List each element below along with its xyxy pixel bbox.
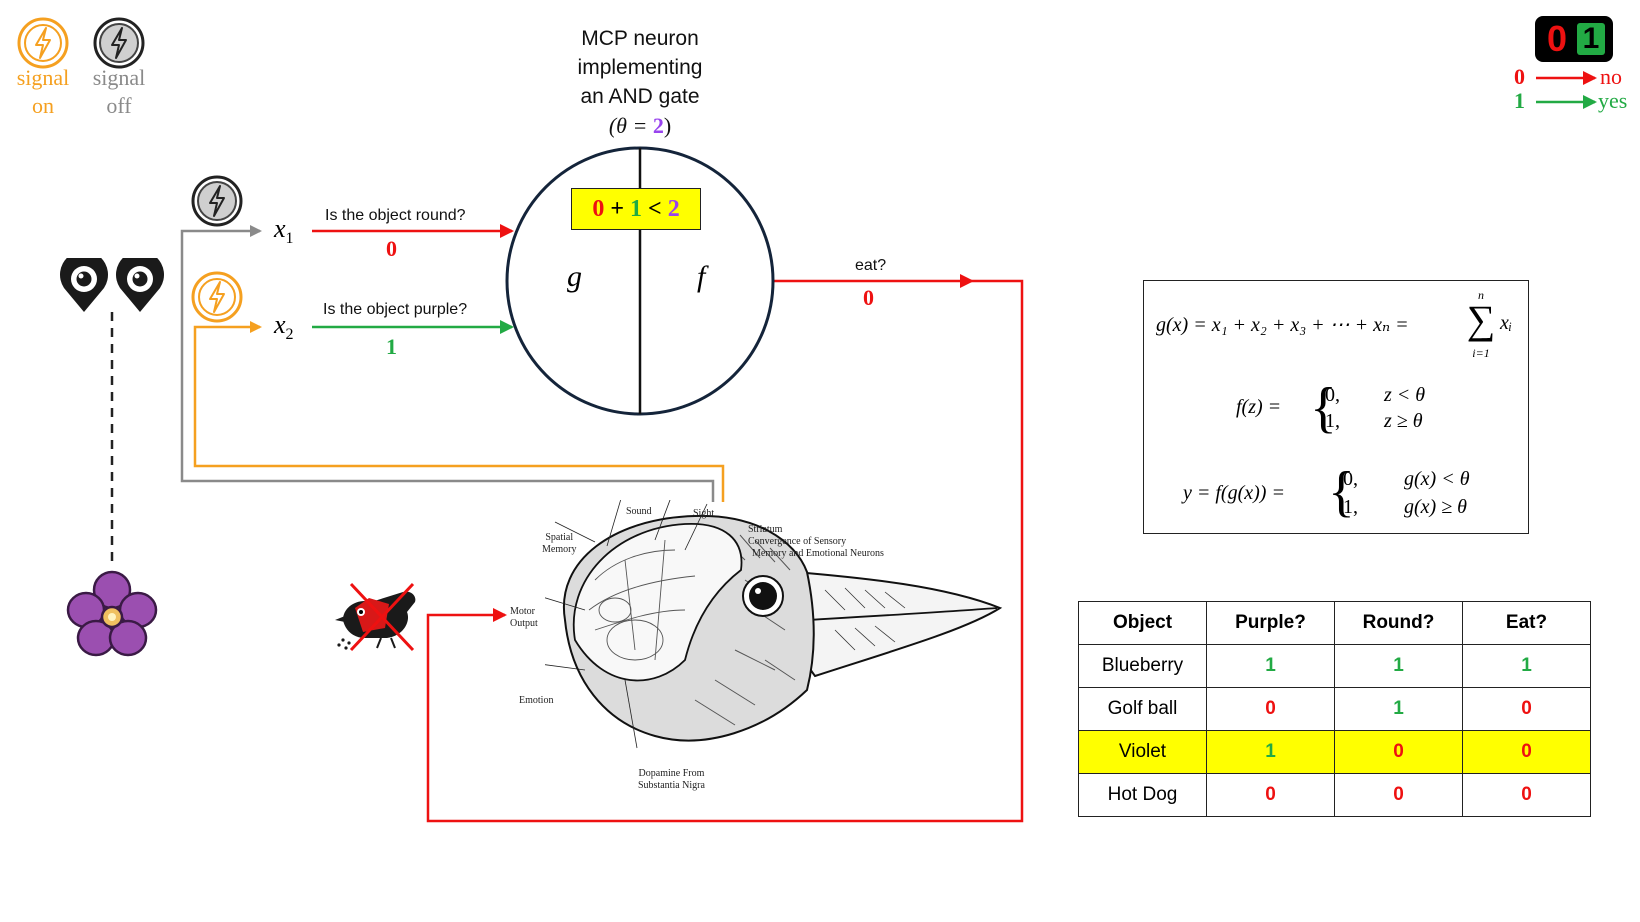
lightning-off-icon (93, 17, 145, 69)
cell-purple: 0 (1206, 687, 1335, 731)
eyes-icon (60, 258, 164, 312)
threshold-inequality: 0 + 1 < 2 (571, 188, 701, 230)
cell-eat: 0 (1462, 730, 1591, 774)
cell-round: 1 (1334, 687, 1463, 731)
cell-object: Blueberry (1078, 644, 1207, 688)
x1-variable: x1 (274, 214, 294, 248)
table-row: Golf ball 0 1 0 (1078, 687, 1591, 731)
neuron-title: MCP neuron implementing an AND gate (θ =… (577, 27, 703, 138)
binary-icon: 0 1 (1535, 16, 1613, 62)
cell-purple: 0 (1206, 773, 1335, 817)
crow-brain-illustration (545, 500, 1003, 749)
output-question: eat? (855, 257, 887, 274)
f-formula-lhs: f(z) = (1236, 396, 1282, 418)
table-row: Hot Dog 0 0 0 (1078, 773, 1591, 817)
cell-object: Hot Dog (1078, 773, 1207, 817)
header-object: Object (1078, 601, 1207, 645)
cell-purple: 1 (1206, 730, 1335, 774)
y-case-1-value: 1, (1343, 496, 1358, 518)
bird-eating-crossed-icon (335, 582, 416, 652)
g-function-label: g (567, 260, 582, 293)
header-round: Round? (1334, 601, 1463, 645)
cell-round: 0 (1334, 773, 1463, 817)
table-row: Blueberry 1 1 1 (1078, 644, 1591, 688)
sum-term: xᵢ (1500, 312, 1513, 334)
sum-sign: ∑ (1466, 297, 1496, 342)
sight-wire-x1 (180, 225, 715, 502)
x1-value: 0 (386, 236, 397, 261)
cell-object: Violet (1078, 730, 1207, 774)
f-function-label: f (697, 260, 706, 293)
lightning-on-icon (191, 271, 243, 323)
f-case-0-value: 0, (1325, 384, 1340, 406)
x2-variable: x2 (274, 310, 294, 344)
sight-wire-x2 (193, 321, 725, 502)
header-purple: Purple? (1206, 601, 1335, 645)
legend-no: no (1600, 64, 1622, 89)
cell-purple: 1 (1206, 644, 1335, 688)
table-header-row: Object Purple? Round? Eat? (1078, 601, 1591, 645)
x2-value: 1 (386, 334, 397, 359)
f-case-0-cond: z < θ (1384, 384, 1426, 406)
label-sound: Sound (626, 506, 652, 517)
cell-eat: 0 (1462, 773, 1591, 817)
f-brace: { (1310, 377, 1337, 439)
feedback-wire (426, 279, 1024, 823)
y-formula-lhs: y = f(g(x)) = (1183, 482, 1285, 504)
output-value: 0 (863, 285, 874, 310)
cell-eat: 0 (1462, 687, 1591, 731)
label-emotion: Emotion (519, 695, 554, 706)
y-case-0-value: 0, (1343, 468, 1358, 490)
sum-upper: n (1478, 288, 1484, 302)
f-case-1-cond: z ≥ θ (1384, 410, 1423, 432)
lightning-off-icon (191, 175, 243, 227)
legend-zero: 0 (1514, 64, 1525, 89)
legend-one: 1 (1514, 88, 1525, 113)
x2-question: Is the object purple? (323, 301, 468, 318)
cell-round: 1 (1334, 644, 1463, 688)
label-sight: Sight (693, 508, 715, 519)
cell-object: Golf ball (1078, 687, 1207, 731)
sum-lower: i=1 (1472, 346, 1490, 360)
table-row-highlighted: Violet 1 0 0 (1078, 730, 1591, 774)
g-formula: g(x) = x₁ + x₂ + x₃ + ⋯ + xₙ = (1156, 314, 1409, 336)
truth-table: Object Purple? Round? Eat? Blueberry 1 1… (1078, 601, 1591, 817)
cell-round: 0 (1334, 730, 1463, 774)
y-case-0-cond: g(x) < θ (1404, 468, 1470, 490)
y-brace: { (1328, 461, 1355, 523)
header-eat: Eat? (1462, 601, 1591, 645)
f-case-1-value: 1, (1325, 410, 1340, 432)
formula-box (1143, 280, 1529, 534)
x1-question: Is the object round? (325, 207, 466, 224)
cell-eat: 1 (1462, 644, 1591, 688)
violet-flower-icon (66, 570, 158, 657)
legend-yes: yes (1598, 88, 1628, 113)
lightning-on-icon (17, 17, 69, 69)
y-case-1-cond: g(x) ≥ θ (1404, 496, 1467, 518)
